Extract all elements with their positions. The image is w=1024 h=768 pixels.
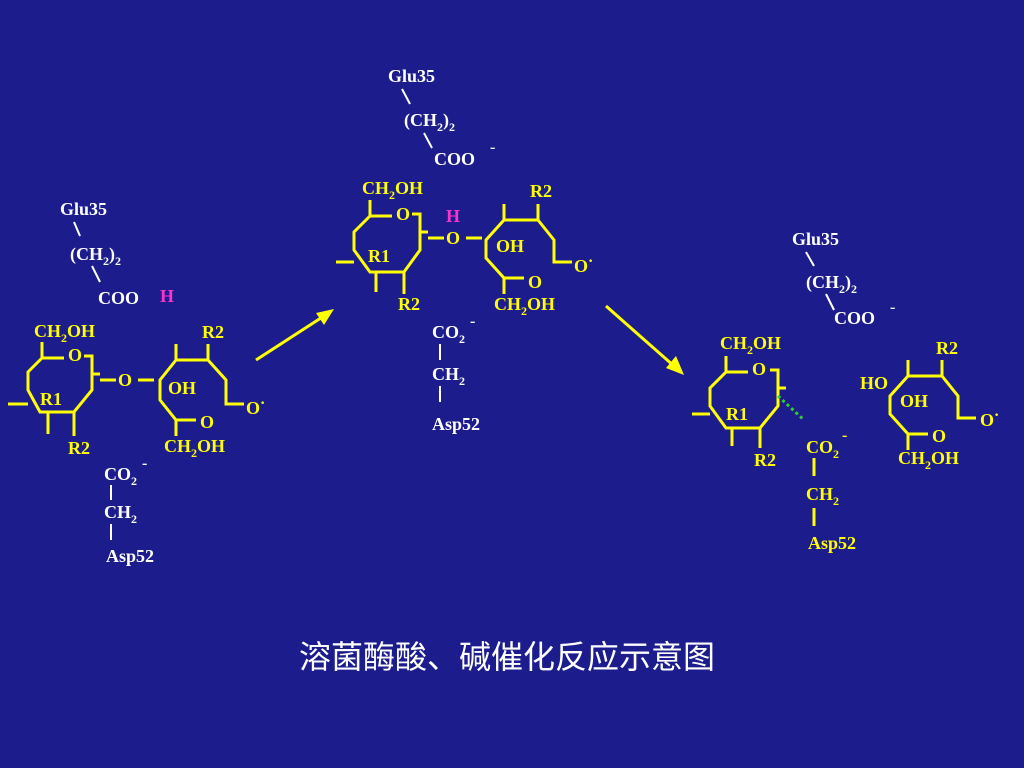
left-ring2-ch2oh: CH2OH bbox=[164, 436, 225, 460]
right-glu35-label: Glu35 bbox=[792, 229, 839, 249]
mid-asp52-label: Asp52 bbox=[432, 414, 480, 434]
right-ring2-r2: R2 bbox=[936, 338, 958, 358]
mid-r1-label: R1 bbox=[368, 246, 390, 266]
left-ring2-r2: R2 bbox=[202, 322, 224, 342]
mid-co2-group: CO2 bbox=[432, 322, 465, 346]
left-asp52-label: Asp52 bbox=[106, 546, 154, 566]
left-ch2-group: (CH2)2 bbox=[70, 244, 121, 268]
left-ring1-r2: R2 bbox=[68, 438, 90, 458]
right-ring2-ch2oh: CH2OH bbox=[898, 448, 959, 472]
right-ring1-o: O bbox=[752, 359, 766, 379]
mid-proton-h: H bbox=[446, 206, 460, 226]
right-ring2-oh: OH bbox=[900, 391, 928, 411]
left-glu35-label: Glu35 bbox=[60, 199, 107, 219]
right-coo-charge: - bbox=[890, 299, 895, 316]
mid-o-radical: O· bbox=[574, 253, 593, 276]
left-ring2-o: O bbox=[200, 412, 214, 432]
mid-glu35-label: Glu35 bbox=[388, 66, 435, 86]
left-co2-group: CO2 bbox=[104, 464, 137, 488]
mid-coo-label: COO bbox=[434, 149, 475, 169]
mid-ring1-r2: R2 bbox=[398, 294, 420, 314]
right-ch2-group: (CH2)2 bbox=[806, 272, 857, 296]
left-ch2-asp: CH2 bbox=[104, 502, 137, 526]
right-co2-group: CO2 bbox=[806, 437, 839, 461]
mid-ch2-group: (CH2)2 bbox=[404, 110, 455, 134]
mid-ring2-o: O bbox=[528, 272, 542, 292]
arrow-1-head bbox=[316, 309, 334, 325]
left-r1-label: R1 bbox=[40, 389, 62, 409]
left-co2-charge: - bbox=[142, 455, 147, 472]
right-co2-charge: - bbox=[842, 427, 847, 444]
mid-ch2-asp: CH2 bbox=[432, 364, 465, 388]
mid-ring2-r2: R2 bbox=[530, 181, 552, 201]
mid-co2-charge: - bbox=[470, 313, 475, 330]
left-ring1-ch2oh: CH2OH bbox=[34, 321, 95, 345]
right-ring1-ch2oh: CH2OH bbox=[720, 333, 781, 357]
left-ring1-o: O bbox=[68, 345, 82, 365]
right-ch2-asp: CH2 bbox=[806, 484, 839, 508]
mid-ring2-ch2oh: CH2OH bbox=[494, 294, 555, 318]
arrow-2-head bbox=[666, 356, 684, 375]
middle-structure: Glu35 (CH2)2 COO - CH2OH O R1 R2 H O R2 … bbox=[336, 66, 593, 434]
left-structure: Glu35 (CH2)2 COO H CH2OH O R1 R2 O R2 OH… bbox=[8, 199, 265, 566]
left-o-radical: O· bbox=[246, 395, 265, 418]
left-glycosidic-o: O bbox=[118, 370, 132, 390]
mid-glycosidic-o: O bbox=[446, 228, 460, 248]
right-coo-label: COO bbox=[834, 308, 875, 328]
right-ring1-r2: R2 bbox=[754, 450, 776, 470]
mid-coo-charge: - bbox=[490, 139, 495, 156]
left-ring2-oh: OH bbox=[168, 378, 196, 398]
right-ring2-o: O bbox=[932, 426, 946, 446]
mid-ring1-ch2oh: CH2OH bbox=[362, 178, 423, 202]
left-proton-h: H bbox=[160, 286, 174, 306]
left-coo-label: COO bbox=[98, 288, 139, 308]
right-structure: Glu35 (CH2)2 COO - CH2OH O R1 R2 CO2 - C… bbox=[692, 229, 999, 553]
right-o-radical: O· bbox=[980, 407, 999, 430]
arrow-2 bbox=[605, 304, 675, 368]
slide-caption: 溶菌酶酸、碱催化反应示意图 bbox=[299, 638, 715, 676]
right-asp52-label: Asp52 bbox=[808, 533, 856, 553]
right-ion-pair-dotted-bond bbox=[776, 394, 806, 422]
arrow-1 bbox=[255, 314, 325, 362]
mid-ring2-oh: OH bbox=[496, 236, 524, 256]
mid-ring1-o: O bbox=[396, 204, 410, 224]
right-r1-label: R1 bbox=[726, 404, 748, 424]
right-ring2-ho: HO bbox=[860, 373, 888, 393]
